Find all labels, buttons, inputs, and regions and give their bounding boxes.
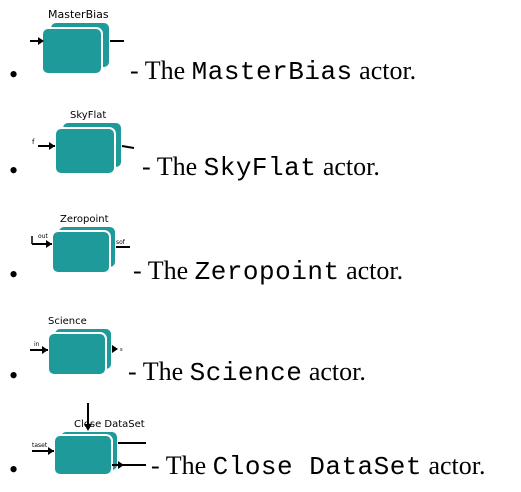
output-port-label: sof (116, 239, 126, 246)
skyflat-actor-icon: SkyFlat f (32, 110, 135, 175)
bullet: • (9, 156, 19, 185)
actor-name: SkyFlat (203, 153, 317, 183)
list-item: SkyFlat f • - The SkyFlat actor. (0, 100, 521, 200)
output-port-label: s (120, 347, 123, 353)
item-caption: - The Zeropoint actor. (133, 256, 404, 287)
item-caption: - The Science actor. (128, 357, 366, 388)
input-port-label: in (34, 341, 40, 348)
actor-title: SkyFlat (70, 110, 106, 121)
science-actor-icon: Science in s (30, 316, 123, 376)
actor-title: Close DataSet (74, 419, 145, 430)
input-port-label: f (32, 138, 35, 146)
bullet: • (9, 455, 19, 484)
list-item: Zeropoint out sof • - The Zeropoint acto… (0, 200, 521, 300)
actor-title: Science (48, 316, 87, 327)
bullet: • (9, 260, 19, 289)
list-item: MasterBias • - The MasterBias actor. (0, 0, 521, 100)
list-item: Close DataSet taset • - The Close DataSe… (0, 395, 521, 492)
actor-name: MasterBias (191, 57, 353, 87)
item-caption: - The Close DataSet actor. (151, 451, 486, 482)
input-port-label: out (38, 233, 48, 240)
actor-name: Science (189, 358, 303, 388)
actor-name: Zeropoint (194, 257, 340, 287)
actor-name: Close DataSet (212, 452, 422, 482)
actor-title: Zeropoint (60, 214, 109, 225)
list-item: Science in s • - The Science actor. (0, 300, 521, 395)
close-dataset-actor-icon: Close DataSet taset (32, 403, 146, 476)
actor-title: MasterBias (48, 8, 109, 21)
bullet: • (9, 361, 19, 390)
zeropoint-actor-icon: Zeropoint out sof (31, 214, 130, 274)
bullet: • (9, 60, 19, 89)
input-port-label: taset (32, 442, 48, 449)
masterbias-actor-icon: MasterBias (30, 8, 124, 75)
item-caption: - The MasterBias actor. (130, 56, 417, 87)
item-caption: - The SkyFlat actor. (142, 152, 380, 183)
